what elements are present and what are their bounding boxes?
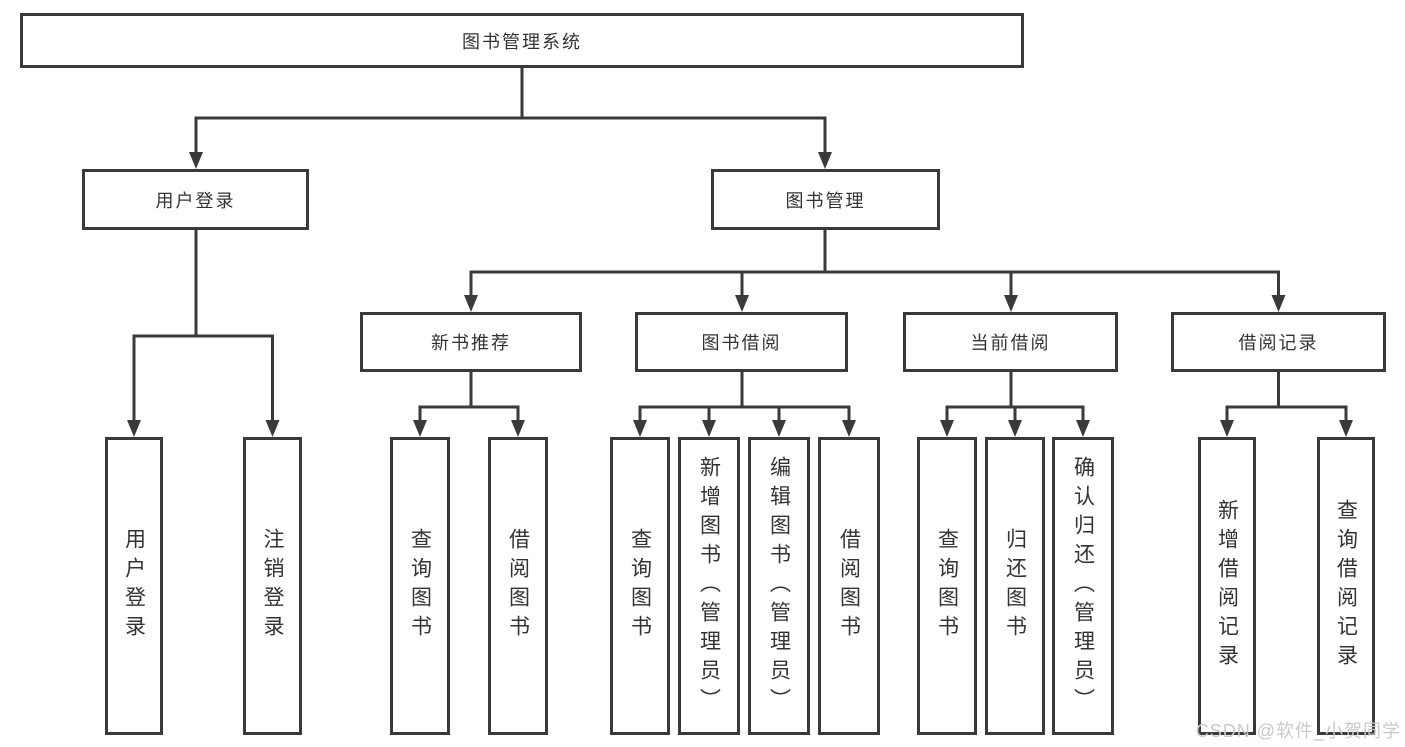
leaf-logout: 注销登录	[243, 437, 302, 735]
leaf-borrow-books: 借阅图书	[818, 437, 880, 735]
leaf-confirm-return-admin: 确认归还（管理员）	[1052, 437, 1114, 735]
leaf-edit-books-admin: 编辑图书（管理员）	[748, 437, 810, 735]
node-library-management-system: 图书管理系统	[20, 13, 1024, 68]
node-current-borrowing: 当前借阅	[903, 312, 1118, 372]
csdn-watermark: CSDN @软件_小贺同学	[1195, 721, 1401, 741]
leaf-add-borrow-record: 新增借阅记录	[1198, 437, 1256, 735]
node-book-borrowing: 图书借阅	[635, 312, 848, 372]
leaf-query-books: 查询图书	[390, 437, 450, 735]
node-book-management: 图书管理	[711, 169, 940, 230]
leaf-return-books: 归还图书	[985, 437, 1045, 735]
node-borrowing-records: 借阅记录	[1171, 312, 1386, 372]
leaf-add-books-admin: 新增图书（管理员）	[678, 437, 740, 735]
arrowheads	[127, 152, 1353, 437]
leaf-query-books: 查询图书	[610, 437, 670, 735]
leaf-user-login: 用户登录	[105, 437, 163, 735]
leaf-query-borrow-record: 查询借阅记录	[1317, 437, 1375, 735]
node-new-book-recommend: 新书推荐	[360, 312, 582, 372]
leaf-borrow-books: 借阅图书	[488, 437, 548, 735]
node-user-login: 用户登录	[82, 169, 309, 230]
leaf-query-books: 查询图书	[917, 437, 977, 735]
